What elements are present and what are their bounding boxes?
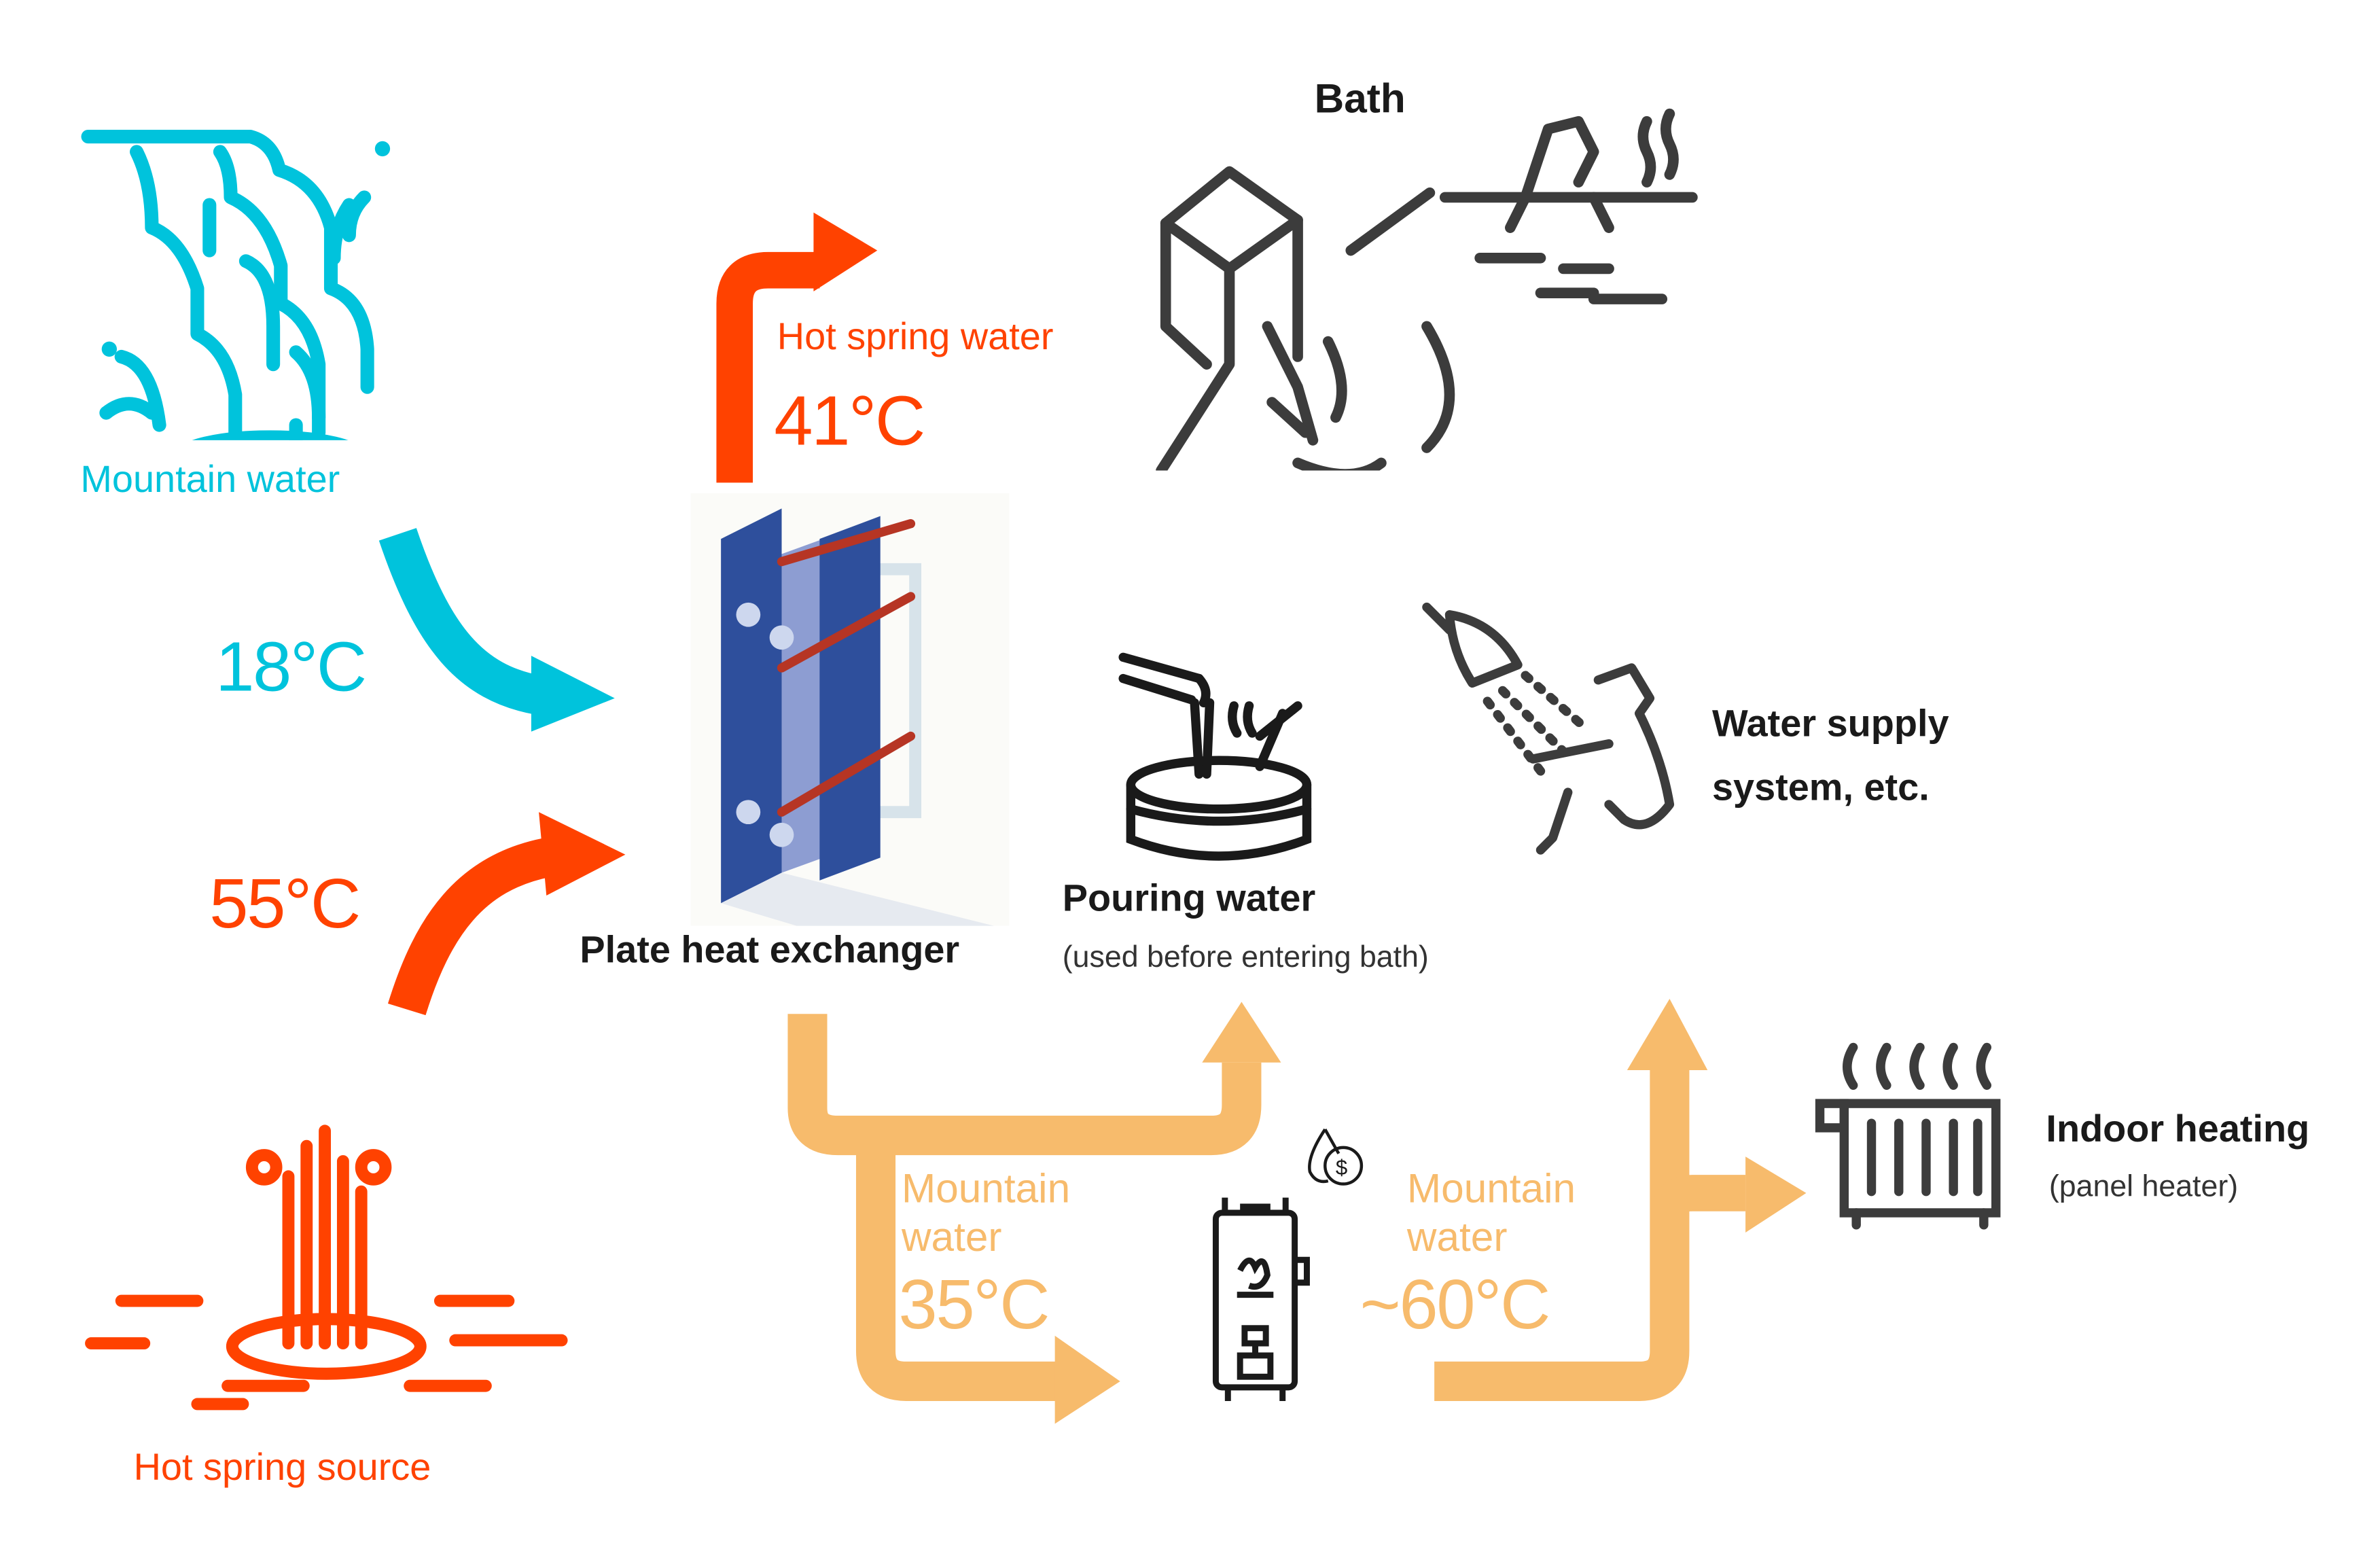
indoor-heating-label: Indoor heating [2046,1108,2310,1151]
water-supply-label-line1: Water supply [1711,703,1949,745]
mountain-flow-1-label: Mountain water [902,1164,1070,1261]
mountain-flow-2-temperature: ~60°C [1360,1264,1551,1344]
hot-spring-arrowhead [539,812,626,896]
mountain-water-arrowhead [531,656,615,732]
mountain-water-source-label: Mountain water [80,458,340,501]
mountain-flow-2-label: Mountain water [1407,1164,1576,1261]
water-supply-label-line2: system, etc. [1711,766,1930,809]
indoor-heating-sublabel: (panel heater) [2048,1170,2239,1204]
bath-icon [1156,108,1698,471]
hot-spring-source-label: Hot spring source [133,1447,431,1489]
water-supply-label: Water supply system, etc. [1712,692,1949,820]
mountain-water-arrow [378,528,543,715]
boiler-inlet-pipe [855,1135,1063,1401]
shower-icon [1422,602,1675,855]
heating-pipe [1651,1175,1746,1216]
hot-spring-arrow [387,838,551,1016]
mountain-flow-1-temperature: 35°C [898,1264,1050,1344]
pouring-water-pipe [787,1014,1262,1156]
hot-spring-source-temperature: 55°C [209,864,361,943]
bath-label: Bath [1314,75,1406,122]
mountain-water-temperature: 18°C [215,626,367,706]
heating-arrowhead [1745,1156,1807,1233]
mountain-flow-2-line1: Mountain [1406,1165,1576,1211]
plate-heat-exchanger-image [690,493,1010,926]
water-cost-icon: $ [1308,1128,1364,1186]
mountain-flow-1-line1: Mountain [901,1165,1071,1211]
hot-spring-output-arrowhead [813,212,878,291]
waterfall-icon [81,130,391,440]
water-heater-icon [1212,1197,1310,1401]
radiator-icon [1815,1042,2001,1230]
plate-heat-exchanger-label: Plate heat exchanger [580,929,960,972]
pouring-water-arrowhead [1202,1002,1281,1063]
boiler-outlet-pipe [1434,1069,1690,1401]
mountain-flow-1-line2: water [901,1214,1002,1260]
hot-spring-water-label: Hot spring water [777,315,1054,359]
water-supply-arrowhead [1627,998,1708,1070]
pouring-bucket-icon [1118,652,1312,861]
boiler-inlet-arrowhead [1054,1335,1120,1424]
pouring-water-label: Pouring water [1062,877,1316,920]
mountain-flow-2-line2: water [1406,1214,1508,1260]
pouring-water-sublabel: (used before entering bath) [1062,941,1429,975]
svg-text:$: $ [1336,1156,1347,1180]
hot-spring-output-arrow [716,251,820,483]
hot-spring-water-temperature: 41°C [774,380,925,460]
geyser-icon [85,1124,568,1411]
